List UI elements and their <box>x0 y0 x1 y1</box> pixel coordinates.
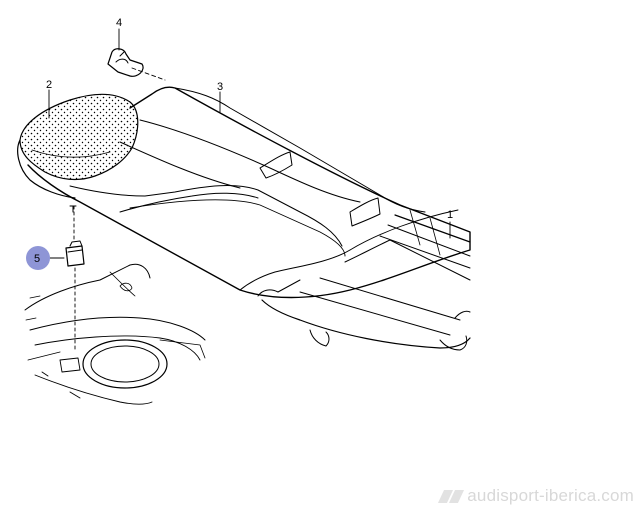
mount-pin <box>69 205 77 213</box>
clip-part-4 <box>107 48 144 77</box>
dash-leader-4 <box>131 67 166 81</box>
callout-2-label[interactable]: 2 <box>46 79 52 91</box>
vehicle-floor-section <box>24 263 206 405</box>
callout-5-highlight <box>26 246 50 270</box>
seat-cushion-cover <box>27 86 471 299</box>
speaker-opening <box>82 339 168 389</box>
callout-4-label[interactable]: 4 <box>116 17 122 29</box>
callout-5-label[interactable]: 5 <box>34 253 40 265</box>
callout-3-label[interactable]: 3 <box>217 81 223 93</box>
seat-foam-pad <box>17 93 139 199</box>
watermark: audisport-iberica.com <box>438 486 634 506</box>
watermark-logo-icon <box>438 489 465 503</box>
watermark-text: audisport-iberica.com <box>467 486 634 505</box>
clip-part-5 <box>65 240 85 267</box>
seat-wire-frame <box>257 209 471 351</box>
callout-1-label[interactable]: 1 <box>447 209 453 221</box>
